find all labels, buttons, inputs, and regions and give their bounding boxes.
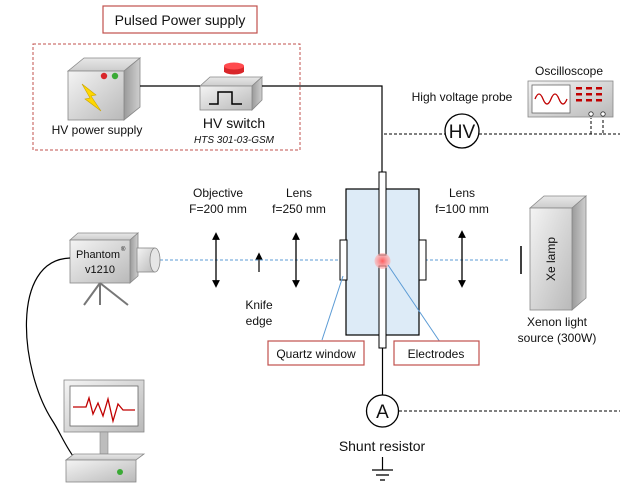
test-chamber xyxy=(339,171,427,349)
power-cable xyxy=(140,85,383,172)
quartz-window-right xyxy=(418,239,427,281)
signal-trace-icon xyxy=(73,395,135,424)
probe-dashed-line xyxy=(384,118,620,135)
xe-lamp-unit: Xe lamp xyxy=(528,195,588,311)
knife-edge-label: Knife xyxy=(245,298,273,312)
electrodes-pointer xyxy=(387,264,441,343)
hv-power-supply-unit xyxy=(66,57,142,121)
hv-switch-label: HV switch xyxy=(203,115,265,131)
electrodes-label: Electrodes xyxy=(393,340,480,366)
pulsed-power-supply-label: Pulsed Power supply xyxy=(102,5,258,34)
quartz-window-pointer xyxy=(321,275,344,341)
oscilloscope-buttons xyxy=(576,87,602,102)
camera-cable xyxy=(25,257,77,461)
oscilloscope-unit xyxy=(527,80,614,118)
quartz-window-left xyxy=(339,239,348,281)
hv-power-supply-label: HV power supply xyxy=(52,123,143,137)
objective-label: Objective xyxy=(193,186,243,200)
pulse-symbol-icon xyxy=(209,91,242,105)
lightning-icon xyxy=(81,83,102,112)
hv-probe-symbol: HV xyxy=(444,113,480,149)
hv-switch-unit xyxy=(198,62,264,111)
ground-icon xyxy=(372,469,393,481)
xenon-source-label: Xenon light xyxy=(527,315,588,329)
quartz-window-label: Quartz window xyxy=(267,340,365,366)
red-indicator-icon xyxy=(100,72,108,80)
svg-text:HV: HV xyxy=(449,122,476,143)
lens1-label: Lens xyxy=(286,186,312,200)
power-led-icon xyxy=(117,469,123,475)
high-voltage-probe-label: High voltage probe xyxy=(412,90,513,104)
lens2-label: Lens xyxy=(449,186,475,200)
oscilloscope-label: Oscilloscope xyxy=(535,64,603,78)
phantom-camera: Phantom ® v1210 xyxy=(68,232,161,306)
objective-focal-label: F=200 mm xyxy=(189,202,247,216)
lens2-focal-label: f=100 mm xyxy=(435,202,489,216)
xenon-source-label-2: source (300W) xyxy=(518,331,597,345)
svg-text:Phantom: Phantom xyxy=(76,249,120,261)
ammeter-symbol: A xyxy=(365,394,400,428)
shunt-resistor-label: Shunt resistor xyxy=(339,438,426,454)
green-indicator-icon xyxy=(111,72,119,80)
computer-base xyxy=(65,459,137,483)
pulsed-power-enclosure xyxy=(32,43,301,151)
svg-text:v1210: v1210 xyxy=(85,264,115,276)
lower-electrode xyxy=(378,265,387,349)
camera-tripod xyxy=(83,282,129,306)
hv-switch-model-label: HTS 301-03-GSM xyxy=(194,135,275,146)
monitor-screen xyxy=(69,385,139,427)
computer xyxy=(63,379,146,483)
svg-text:Xe lamp: Xe lamp xyxy=(544,237,558,281)
svg-text:Electrodes: Electrodes xyxy=(408,347,465,361)
sine-wave-icon xyxy=(534,93,568,105)
svg-text:Quartz window: Quartz window xyxy=(276,347,356,361)
svg-text:A: A xyxy=(376,402,389,423)
knife-edge-label-2: edge xyxy=(246,314,273,328)
svg-text:®: ® xyxy=(121,246,126,253)
lens1-focal-label: f=250 mm xyxy=(272,202,326,216)
discharge-spark xyxy=(374,253,391,269)
upper-electrode xyxy=(378,171,387,256)
svg-text:Pulsed Power supply: Pulsed Power supply xyxy=(115,12,246,28)
